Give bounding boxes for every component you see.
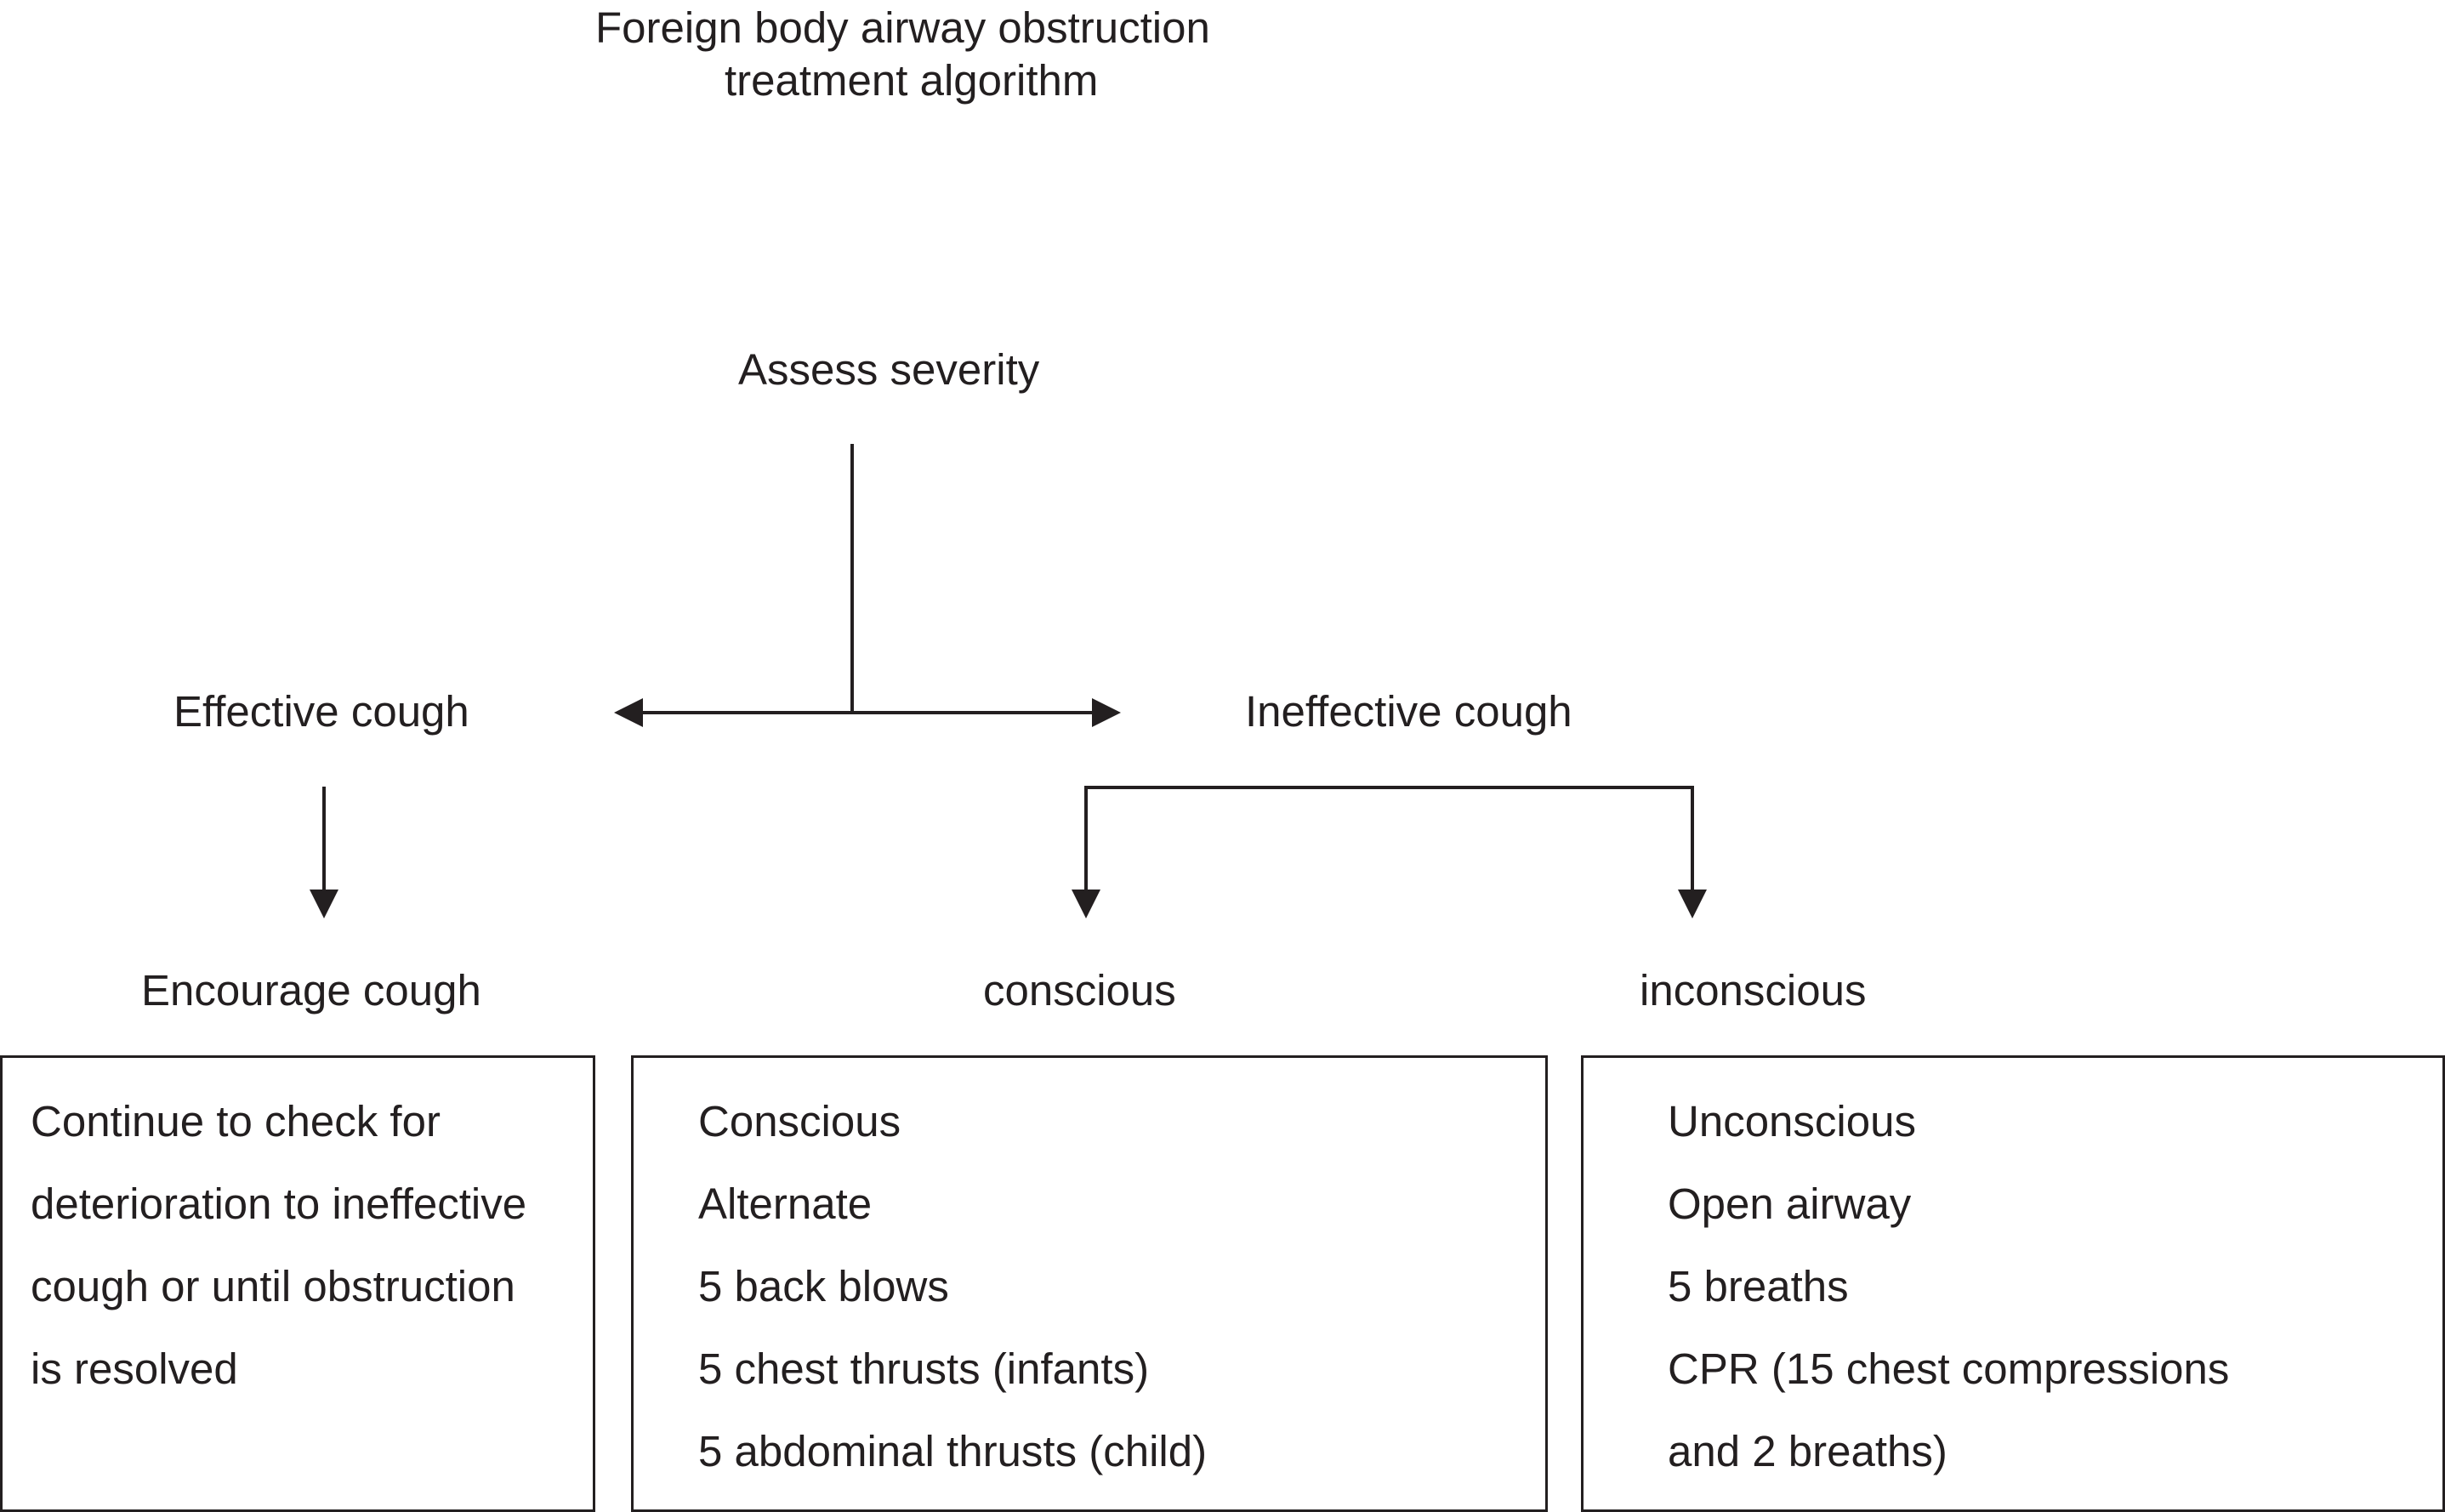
conscious-box-line-1: Conscious xyxy=(698,1097,901,1145)
diagram-title-line-1: Foreign body airway obstruction xyxy=(595,3,1210,52)
conscious-box-line-3: 5 back blows xyxy=(698,1262,949,1310)
unconscious-box-line-2: Open airway xyxy=(1668,1179,1912,1228)
conscious-box: Conscious Alternate 5 back blows 5 chest… xyxy=(631,1055,1548,1512)
unconscious-box-line-5: and 2 breaths) xyxy=(1668,1427,1947,1475)
conscious-box-line-4: 5 chest thrusts (infants) xyxy=(698,1344,1150,1393)
arrowhead-right xyxy=(1092,698,1121,727)
effective-box-line-4: is resolved xyxy=(31,1344,238,1393)
unconscious-box: Unconscious Open airway 5 breaths CPR (1… xyxy=(1581,1055,2445,1512)
encourage-cough-label: Encourage cough xyxy=(141,966,481,1015)
arrowhead-down-encourage xyxy=(310,890,338,918)
conscious-box-line-2: Alternate xyxy=(698,1179,873,1228)
unconscious-box-line-4: CPR (15 chest compressions xyxy=(1668,1344,2230,1393)
diagram-title-line-2: treatment algorithm xyxy=(725,56,1099,105)
effective-box-line-1: Continue to check for xyxy=(31,1097,441,1145)
conscious-box-line-5: 5 abdominal thrusts (child) xyxy=(698,1427,1208,1475)
ineffective-cough-label: Ineffective cough xyxy=(1245,687,1572,736)
effective-cough-label: Effective cough xyxy=(173,687,469,736)
unconscious-label: inconscious xyxy=(1640,966,1867,1015)
unconscious-box-line-3: 5 breaths xyxy=(1668,1262,1849,1310)
arrowhead-down-conscious xyxy=(1072,890,1100,918)
arrowhead-left xyxy=(614,698,643,727)
conscious-label: conscious xyxy=(983,966,1176,1015)
effective-box-line-3: cough or until obstruction xyxy=(31,1262,515,1310)
arrowhead-down-unconscious xyxy=(1678,890,1707,918)
assess-severity-label: Assess severity xyxy=(738,345,1040,394)
effective-cough-box: Continue to check for deterioration to i… xyxy=(0,1055,595,1512)
effective-box-line-2: deterioration to ineffective xyxy=(31,1179,527,1228)
ineffective-branch-bracket xyxy=(1084,786,1694,895)
unconscious-box-line-1: Unconscious xyxy=(1668,1097,1916,1145)
